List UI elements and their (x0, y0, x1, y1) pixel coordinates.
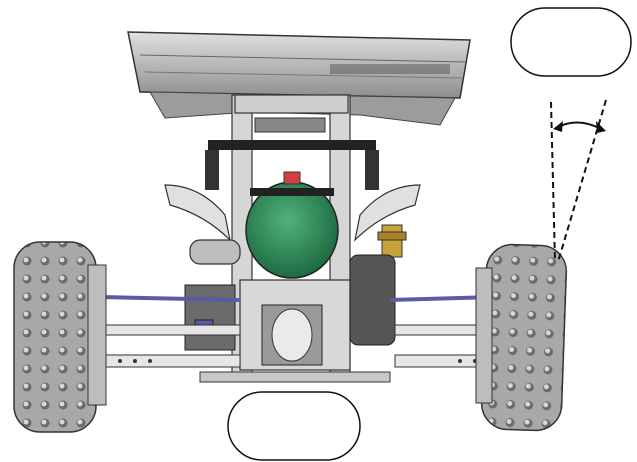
left-tire (13, 241, 107, 433)
gearbox (184, 254, 396, 371)
fuel-fitting (377, 224, 407, 258)
rear-wing (127, 31, 471, 126)
camber-angle-indicator (550, 99, 607, 263)
exhaust-pipe (189, 239, 241, 265)
motor (245, 171, 339, 279)
right-tire (475, 243, 568, 432)
callout-bottom-center (227, 391, 361, 461)
suspension (99, 295, 496, 383)
callout-top-right (510, 7, 632, 77)
